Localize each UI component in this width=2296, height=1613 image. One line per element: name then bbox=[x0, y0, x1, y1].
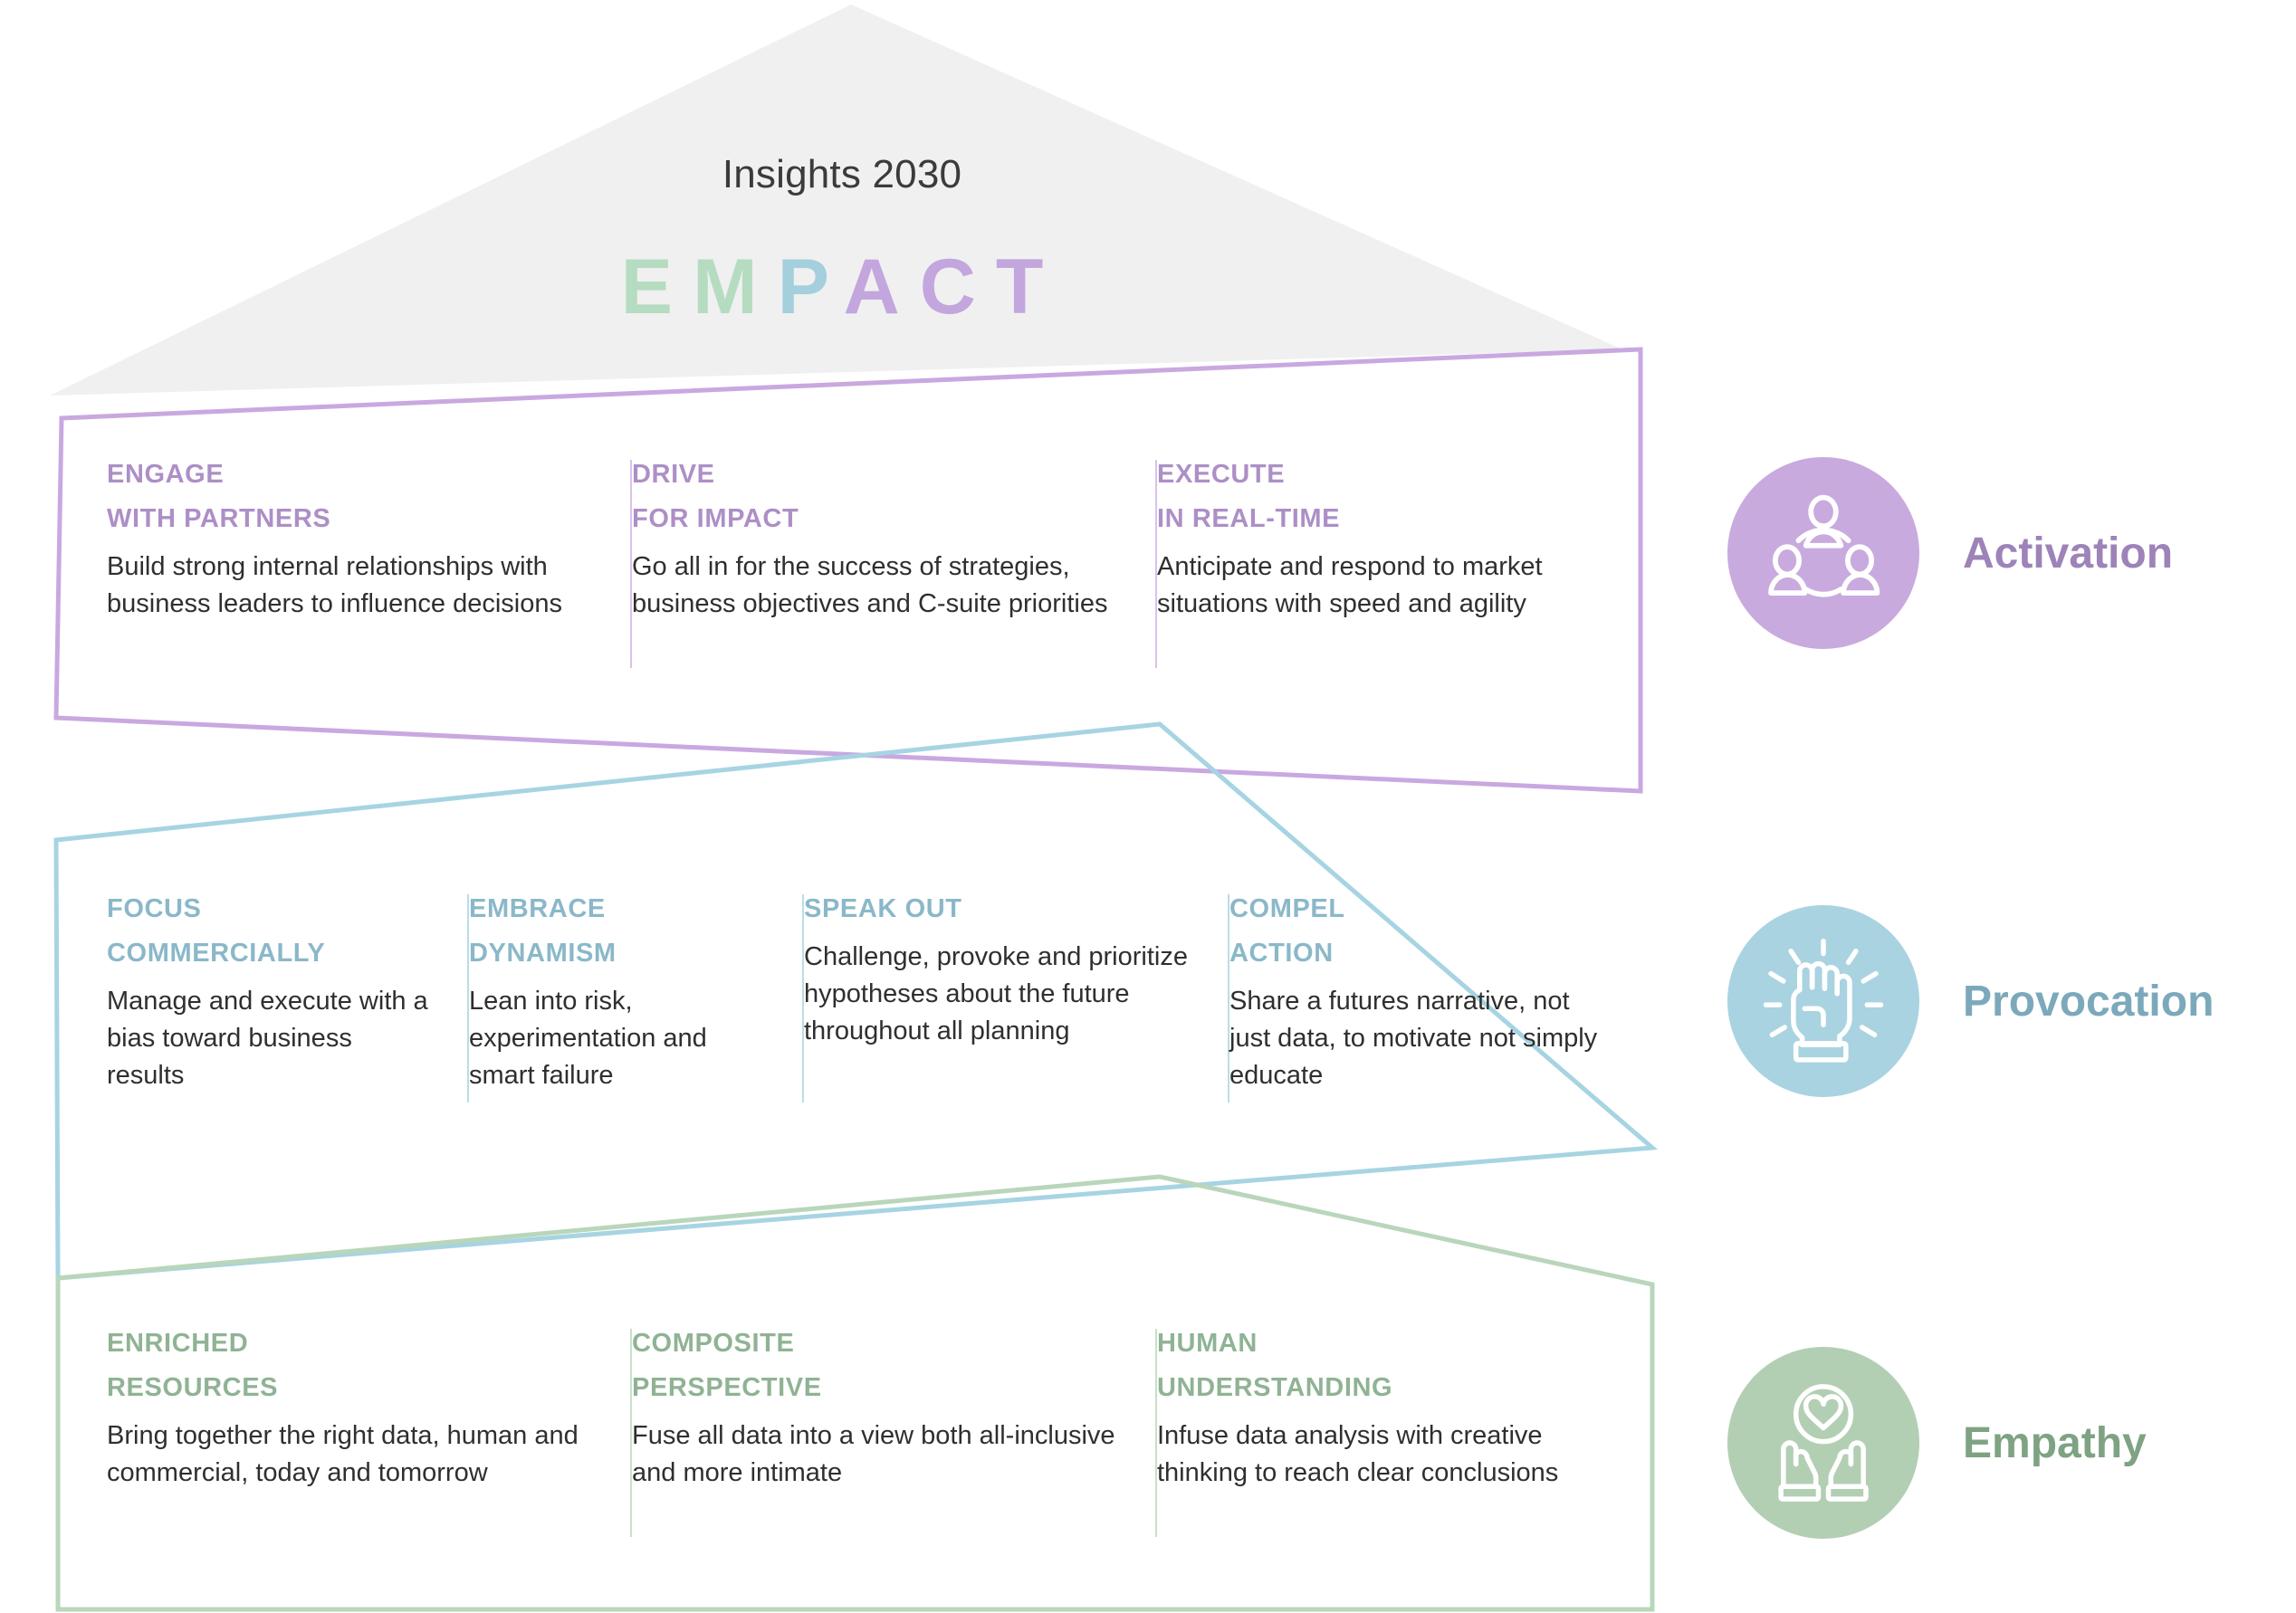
pillar-title: EMBRACE DYNAMISM bbox=[469, 894, 617, 968]
empathy-icon-badge bbox=[1727, 1347, 1919, 1539]
pillar-title: SPEAK OUT bbox=[804, 894, 962, 923]
roof-shape bbox=[50, 5, 1622, 396]
pillar-body: Infuse data analysis with creative think… bbox=[1157, 1421, 1559, 1487]
pillar-title: EXECUTE IN REAL-TIME bbox=[1157, 460, 1341, 533]
acronym-letter-p: P bbox=[777, 243, 844, 330]
pillar-body: Fuse all data into a view both all-inclu… bbox=[632, 1421, 1115, 1487]
acronym-letter-c: C bbox=[919, 243, 996, 330]
empathy-band-content: ENRICHED RESOURCES Bring together the ri… bbox=[107, 1322, 1592, 1537]
pillar-human-understanding: HUMAN UNDERSTANDING Infuse data analysis… bbox=[1157, 1322, 1592, 1492]
hands-holding-heart-icon bbox=[1778, 1384, 1869, 1502]
pillar-title: COMPEL ACTION bbox=[1229, 894, 1345, 968]
acronym-letter-a: A bbox=[843, 243, 920, 330]
legend-item-provocation: Provocation bbox=[1727, 905, 2214, 1097]
legend-label-provocation: Provocation bbox=[1963, 977, 2215, 1026]
pillar-composite-perspective: COMPOSITE PERSPECTIVE Fuse all data into… bbox=[632, 1322, 1157, 1537]
pillar-body: Manage and execute with a bias toward bu… bbox=[107, 987, 428, 1090]
page-title: Insights 2030 bbox=[722, 152, 962, 196]
column-divider bbox=[1228, 894, 1229, 1102]
pillar-compel-action: COMPEL ACTION Share a futures narrative,… bbox=[1229, 887, 1646, 1094]
legend-label-empathy: Empathy bbox=[1963, 1418, 2147, 1467]
pillar-execute-in-real-time: EXECUTE IN REAL-TIME Anticipate and resp… bbox=[1157, 453, 1592, 623]
pillar-body: Lean into risk, experimentation and smar… bbox=[469, 987, 707, 1090]
people-network-icon bbox=[1768, 494, 1880, 597]
pillar-body: Share a futures narrative, not just data… bbox=[1229, 987, 1598, 1090]
column-divider bbox=[1155, 1329, 1157, 1537]
pillar-embrace-dynamism: EMBRACE DYNAMISM Lean into risk, experim… bbox=[469, 887, 804, 1102]
acronym-letter-m: M bbox=[692, 243, 778, 330]
pillar-title: ENRICHED RESOURCES bbox=[107, 1329, 279, 1402]
column-divider bbox=[802, 894, 804, 1102]
pillar-body: Anticipate and respond to market situati… bbox=[1157, 552, 1543, 618]
pillar-title: FOCUS COMMERCIALLY bbox=[107, 894, 326, 968]
pillar-title: HUMAN UNDERSTANDING bbox=[1157, 1329, 1393, 1402]
pillar-focus-commercially: FOCUS COMMERCIALLY Manage and execute wi… bbox=[107, 887, 469, 1102]
acronym-letter-e: E bbox=[620, 243, 693, 330]
legend-item-empathy: Empathy bbox=[1727, 1347, 2147, 1539]
pillar-engage-with-partners: ENGAGE WITH PARTNERS Build strong intern… bbox=[107, 453, 632, 668]
provocation-icon-badge bbox=[1727, 905, 1919, 1097]
pillar-title: ENGAGE WITH PARTNERS bbox=[107, 460, 331, 533]
pillar-title: COMPOSITE PERSPECTIVE bbox=[632, 1329, 822, 1402]
pillar-body: Bring together the right data, human and… bbox=[107, 1421, 579, 1487]
column-divider bbox=[467, 894, 469, 1102]
acronym-empact: EMPACT bbox=[0, 243, 1684, 332]
legend-item-activation: Activation bbox=[1727, 457, 2173, 649]
pillar-enriched-resources: ENRICHED RESOURCES Bring together the ri… bbox=[107, 1322, 632, 1537]
raised-fist-icon bbox=[1763, 939, 1884, 1063]
pillar-body: Challenge, provoke and prioritize hypoth… bbox=[804, 942, 1188, 1045]
activation-band-content: ENGAGE WITH PARTNERS Build strong intern… bbox=[107, 453, 1592, 668]
pillar-title: DRIVE FOR IMPACT bbox=[632, 460, 799, 533]
acronym-letter-t: T bbox=[995, 243, 1064, 330]
pillar-drive-for-impact: DRIVE FOR IMPACT Go all in for the succe… bbox=[632, 453, 1157, 668]
column-divider bbox=[630, 1329, 632, 1537]
legend-label-activation: Activation bbox=[1963, 529, 2174, 577]
pillar-body: Build strong internal relationships with… bbox=[107, 552, 562, 618]
activation-icon-badge bbox=[1727, 457, 1919, 649]
pillar-body: Go all in for the success of strategies,… bbox=[632, 552, 1108, 618]
pillar-speak-out: SPEAK OUT Challenge, provoke and priorit… bbox=[804, 887, 1229, 1102]
column-divider bbox=[630, 460, 632, 668]
column-divider bbox=[1155, 460, 1157, 668]
provocation-band-content: FOCUS COMMERCIALLY Manage and execute wi… bbox=[107, 887, 1646, 1102]
